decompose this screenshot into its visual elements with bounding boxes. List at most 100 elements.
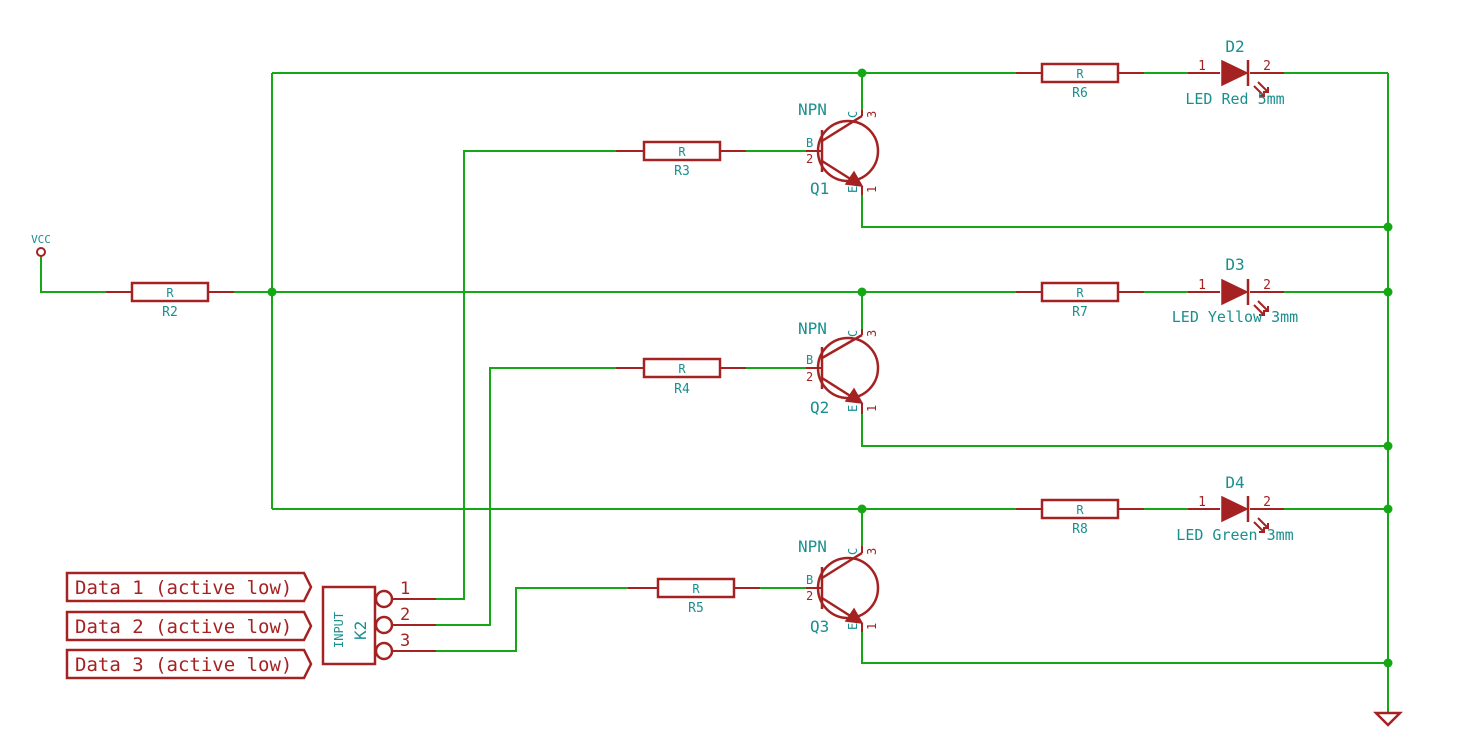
pin-name-c: C xyxy=(846,330,860,337)
junction-dot xyxy=(1383,658,1393,668)
junction-dot xyxy=(857,287,867,297)
wire-k2-pin2 xyxy=(436,367,616,626)
transistor-ref: Q1 xyxy=(810,179,829,198)
connector-k2[interactable]: 1 2 3 INPUT K2 xyxy=(321,579,436,666)
transistor-body-icon xyxy=(816,336,880,400)
led-value: LED Green 3mm xyxy=(1176,526,1293,544)
resistor-r8[interactable]: R R8 xyxy=(1016,498,1144,537)
resistor-ref: R7 xyxy=(1072,305,1088,320)
pin-number: 3 xyxy=(400,631,410,651)
resistor-r7[interactable]: R R7 xyxy=(1016,281,1144,320)
global-label-data-2[interactable]: Data 2 (active low) xyxy=(65,610,313,642)
wire-q1-emitter xyxy=(861,195,1388,228)
transistor-body-icon xyxy=(816,556,880,620)
resistor-r2[interactable]: R R2 xyxy=(106,281,234,320)
emitter-arrow-icon xyxy=(844,170,864,187)
resistor-ref: R2 xyxy=(162,305,178,320)
pin-number: 2 xyxy=(400,605,410,625)
vcc-terminal-icon xyxy=(36,247,46,257)
led-d2[interactable]: D2 LED Red 5mm 1 2 xyxy=(1185,37,1284,108)
transistor-ref: Q3 xyxy=(810,617,829,636)
junction-dot xyxy=(1383,504,1393,514)
connector-body xyxy=(321,585,377,666)
vcc-symbol[interactable]: VCC xyxy=(31,233,51,257)
junction-dot xyxy=(857,504,867,514)
pin-number-b: 2 xyxy=(806,370,813,384)
pin-number: 2 xyxy=(1263,495,1271,510)
terminal-icon xyxy=(374,641,394,661)
connector-ref: K2 xyxy=(351,621,370,640)
pin-name-c: C xyxy=(846,111,860,118)
resistor-value: R xyxy=(1076,503,1084,517)
wire-k2-pin1 xyxy=(436,150,616,600)
resistor-r6[interactable]: R R6 xyxy=(1016,62,1144,101)
pin-name-e: E xyxy=(846,186,860,193)
led-d4[interactable]: D4 LED Green 3mm 1 2 xyxy=(1176,473,1293,544)
vcc-label: VCC xyxy=(31,233,51,246)
connector-value: INPUT xyxy=(332,612,346,648)
transistor-type: NPN xyxy=(798,319,827,338)
emitter-arrow-icon xyxy=(844,387,864,404)
pin-number-c: 3 xyxy=(865,111,879,118)
wires xyxy=(40,72,1389,712)
pin-number-b: 2 xyxy=(806,152,813,166)
ground-symbol[interactable] xyxy=(1372,711,1404,727)
emitter-arrow-icon xyxy=(844,607,864,624)
pin-number: 2 xyxy=(1263,278,1271,293)
transistor-q3[interactable]: NPN Q3 B 2 C 3 E 1 xyxy=(798,537,880,636)
wire-q2-emitter xyxy=(861,414,1388,447)
wire-vcc xyxy=(40,256,106,293)
resistor-r4[interactable]: R R4 xyxy=(616,357,746,397)
pin-number: 1 xyxy=(1198,59,1206,74)
light-arrows-icon xyxy=(1253,517,1269,533)
resistor-value: R xyxy=(678,145,686,159)
led-value: LED Red 5mm xyxy=(1185,90,1284,108)
global-label-data-3[interactable]: Data 3 (active low) xyxy=(65,648,313,680)
resistor-ref: R4 xyxy=(674,382,690,397)
resistor-ref: R5 xyxy=(688,601,704,616)
terminal-icon xyxy=(374,589,394,609)
global-label-text: Data 3 (active low) xyxy=(75,654,292,676)
pin-number: 1 xyxy=(1198,495,1206,510)
pin-number: 1 xyxy=(1198,278,1206,293)
terminal-icon xyxy=(374,615,394,635)
transistor-ref: Q2 xyxy=(810,398,829,417)
pin-name-b: B xyxy=(806,136,813,150)
resistor-value: R xyxy=(166,286,174,300)
transistor-type: NPN xyxy=(798,100,827,119)
resistor-r3[interactable]: R R3 xyxy=(616,140,746,179)
resistor-value: R xyxy=(678,362,686,376)
junction-dot xyxy=(1383,287,1393,297)
global-label-text: Data 1 (active low) xyxy=(75,577,292,599)
pin-number-c: 3 xyxy=(865,548,879,555)
resistor-value: R xyxy=(1076,286,1084,300)
pin-name-b: B xyxy=(806,573,813,587)
junction-dot xyxy=(267,287,277,297)
led-triangle-icon xyxy=(1221,495,1249,523)
resistor-ref: R3 xyxy=(674,164,690,179)
led-triangle-icon xyxy=(1221,59,1249,87)
light-arrows-icon xyxy=(1253,81,1269,97)
global-label-text: Data 2 (active low) xyxy=(75,616,292,638)
junction-dot xyxy=(1383,441,1393,451)
wire-q3-emitter xyxy=(861,632,1388,664)
global-label-flag xyxy=(65,571,313,603)
resistor-value: R xyxy=(1076,67,1084,81)
transistor-body-icon xyxy=(816,119,880,183)
transistor-q2[interactable]: NPN Q2 B 2 C 3 E 1 xyxy=(798,319,880,417)
pin-number: 2 xyxy=(1263,59,1271,74)
global-label-flag xyxy=(65,610,313,642)
pin-number-c: 3 xyxy=(865,330,879,337)
light-arrows-icon xyxy=(1253,300,1269,316)
junction-dot xyxy=(857,68,867,78)
global-label-flag xyxy=(65,648,313,680)
pin-name-e: E xyxy=(846,405,860,412)
pin-name-b: B xyxy=(806,353,813,367)
led-ref: D3 xyxy=(1225,255,1244,274)
led-d3[interactable]: D3 LED Yellow 3mm 1 2 xyxy=(1172,255,1298,326)
transistor-q1[interactable]: NPN Q1 B 2 C 3 E 1 xyxy=(798,100,880,198)
resistor-r5[interactable]: R R5 xyxy=(628,577,760,616)
junctions xyxy=(267,68,1393,668)
global-label-data-1[interactable]: Data 1 (active low) xyxy=(65,571,313,603)
